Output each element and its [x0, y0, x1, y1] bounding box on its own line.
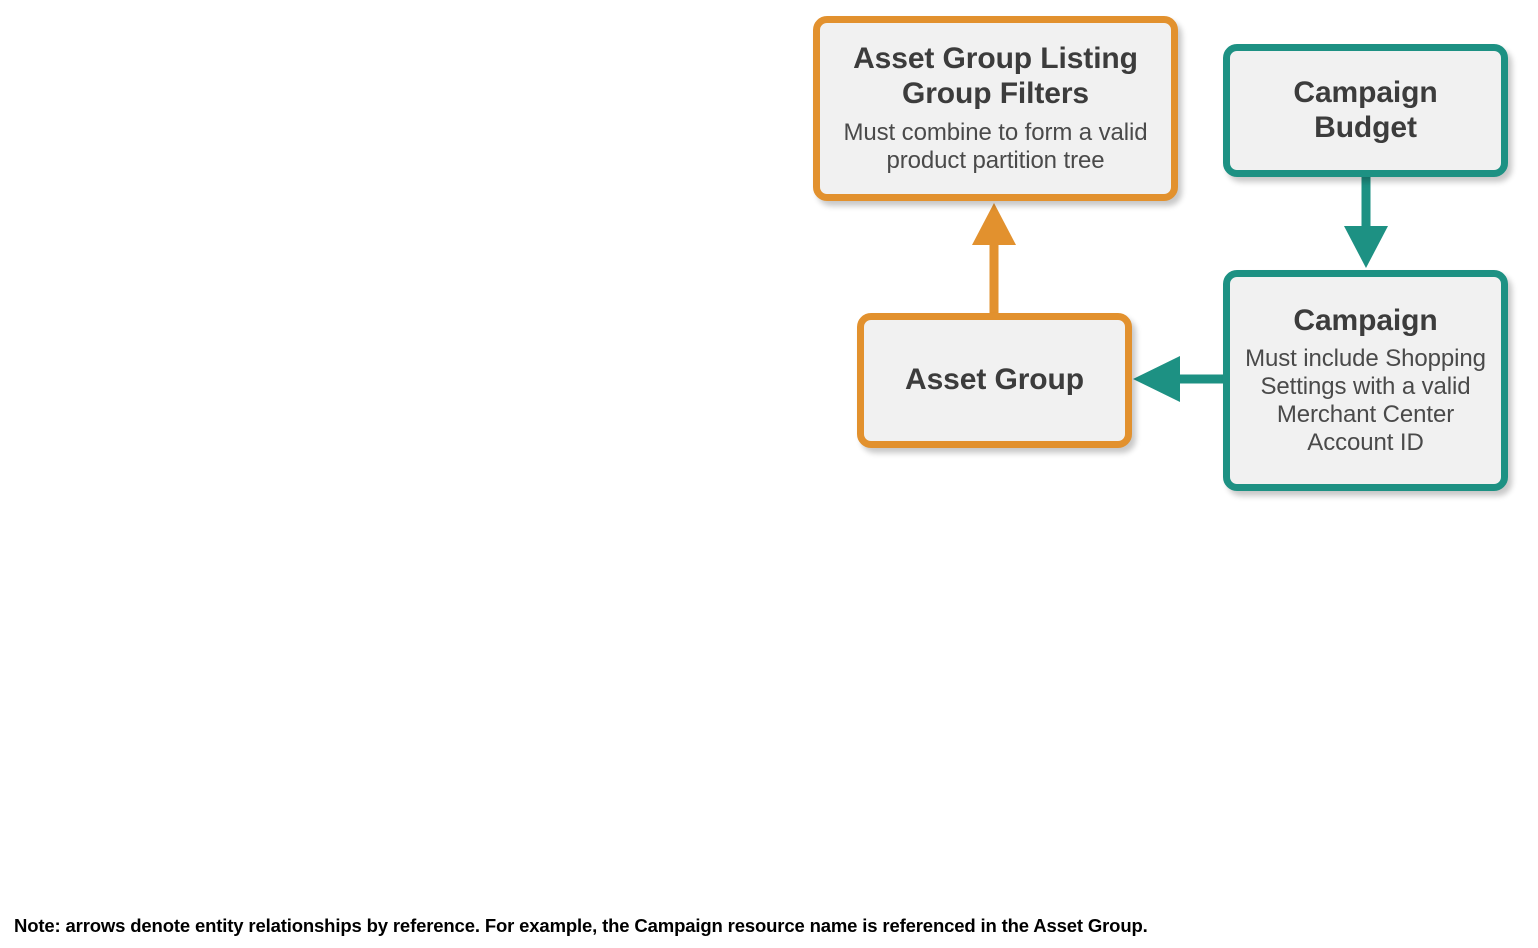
node-description: Must combine to form a valid product par…: [843, 118, 1148, 174]
node-campaign[interactable]: Campaign Must include Shopping Settings …: [1223, 270, 1508, 491]
node-title: Campaign Budget: [1293, 75, 1438, 144]
node-campaign-budget[interactable]: Campaign Budget: [1223, 44, 1508, 177]
diagram-note: Note: arrows denote entity relationships…: [14, 915, 1148, 936]
node-title: Asset Group: [905, 363, 1084, 397]
arrowhead-orange-up: [972, 203, 1016, 245]
node-asset-group-listing-group-filters[interactable]: Asset Group Listing Group Filters Must c…: [813, 16, 1178, 201]
arrowhead-teal-down: [1344, 226, 1388, 268]
node-description: Must include Shopping Settings with a va…: [1245, 344, 1486, 456]
arrowhead-teal-left: [1133, 356, 1180, 402]
node-title: Campaign: [1293, 303, 1438, 337]
edge-campaign-budget-to-campaign: [1344, 176, 1388, 268]
edge-asset-group-to-listing-group-filters: [972, 203, 1016, 315]
node-title: Asset Group Listing Group Filters: [853, 42, 1138, 110]
edge-campaign-to-asset-group: [1133, 356, 1225, 402]
node-asset-group[interactable]: Asset Group: [857, 313, 1132, 448]
